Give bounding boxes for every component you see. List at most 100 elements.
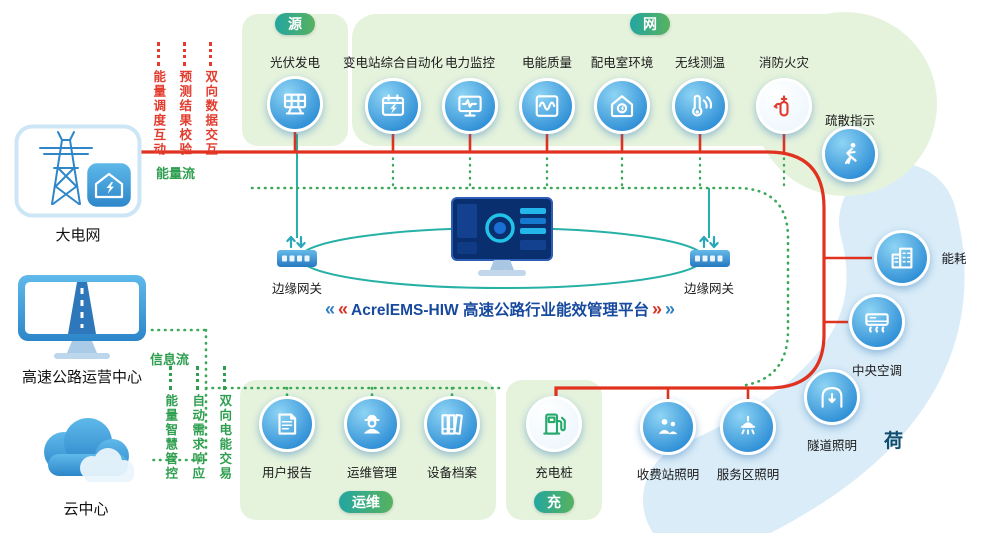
source-badge: 源 [275,13,315,35]
central-ac-node [849,294,905,350]
service-area-lighting-label: 服务区照明 [716,468,780,482]
equipment-archive-label: 设备档案 [426,466,478,480]
toll-lighting-label: 收费站照明 [636,468,700,482]
ev-charger-icon [543,413,566,435]
note-text: 自动需求响应 [190,394,205,481]
title-left-chevron-icon: « [324,299,335,319]
service-area-lighting-icon [740,415,756,435]
note-prediction-check: 预测结果校验 [173,42,195,157]
distribution-room-env-icon [610,95,634,118]
tunnel-lighting-node [804,369,860,425]
dotted-line-decoration [195,366,199,390]
cloud-center-graphic [26,410,146,501]
om-management-icon [363,414,381,434]
note-bidirectional-trading: 双向电能交易 [213,366,235,481]
tunnel-lighting-label: 隧道照明 [806,439,858,453]
grid-section-bg-end [753,12,937,196]
platform-monitor [450,196,554,287]
pv-generation-node [267,76,323,132]
wireless-temp-node [672,78,728,134]
energy-flow-label: 能量流 [156,166,196,181]
substation-automation-icon [381,94,405,116]
platform-title: «« AcrelEMS-HIW 高速公路行业能效管理平台 »» [325,298,675,320]
power-monitoring-icon [458,95,482,117]
note-smart-energy-control: 能量智慧管控 [159,366,181,481]
wireless-temperature-icon [692,94,713,117]
dashboard-screen-icon [451,197,553,276]
title-left-chevron2-icon: « [338,299,349,319]
edge-gateway-left-label: 边缘网关 [271,282,323,296]
distribution-room-label: 配电室环境 [590,56,654,70]
title-right-chevron2-icon: » [665,299,676,319]
load-badge: 荷 [884,431,904,452]
power-quality-label: 电能质量 [521,56,573,70]
power-quality-node [519,78,575,134]
energy-consumption-icon [891,247,913,269]
big-grid-label: 大电网 [55,227,101,244]
equipment-archive-icon [441,413,463,435]
toll-lighting-node [640,399,696,455]
grid-badge: 网 [630,13,670,35]
power-monitoring-label: 电力监控 [444,56,496,70]
note-text: 能量智慧管控 [163,394,178,481]
transmission-tower-icon [14,124,142,218]
fire-safety-label: 消防火灾 [758,56,810,70]
edge-gateway-left [274,234,320,272]
om-management-label: 运维管理 [346,466,398,480]
note-text: 预测结果校验 [177,70,192,157]
note-bidirectional-data: 双向数据交互 [199,42,221,157]
ev-charger-label: 充电桩 [535,466,573,480]
central-ac-label: 中央空调 [851,364,903,378]
ops-center-graphic [12,272,152,369]
distribution-room-node [594,78,650,134]
info-flow-top-branches [391,150,786,190]
edge-gateway-right [687,234,733,272]
toll-station-lighting-icon [658,419,678,435]
charge-badge: 充 [534,491,574,513]
power-quality-icon [535,95,559,117]
pv-generation-label: 光伏发电 [269,56,321,70]
central-ac-icon [865,313,889,333]
gateway-icon [277,235,317,267]
fire-extinguisher-icon [773,95,789,117]
energy-consumption-label: 能耗 [941,252,967,266]
dotted-line-decoration [208,42,212,66]
edge-gateway-right-label: 边缘网关 [683,282,735,296]
energy-flow-branches [293,132,872,399]
note-auto-demand-response: 自动需求响应 [186,366,208,481]
platform-title-text: AcrelEMS-HIW 高速公路行业能效管理平台 [351,302,649,319]
energy-flow-main-line [140,150,826,396]
dotted-line-decoration [168,366,172,390]
cloud-center-label: 云中心 [63,501,109,518]
om-management-node [344,396,400,452]
note-text: 能量调度互动 [151,70,166,157]
solar-panel-icon [283,93,307,115]
info-flow-bottom-line [148,328,502,462]
note-energy-dispatch: 能量调度互动 [147,42,169,157]
cloud-icon [44,418,134,482]
wireless-temp-label: 无线测温 [674,56,726,70]
ops-center-label: 高速公路运营中心 [21,369,143,386]
dotted-line-decoration [182,42,186,66]
evacuation-label: 疏散指示 [824,114,876,128]
gateway-icon [690,235,730,267]
title-right-chevron-icon: » [651,299,662,319]
service-area-lighting-node [720,399,776,455]
power-monitoring-node [442,78,498,134]
info-flow-label: 信息流 [150,352,190,367]
tunnel-lighting-icon [821,386,843,408]
evacuation-node [822,126,878,182]
dotted-line-decoration [222,366,226,390]
substation-label: 变电站综合自动化 [342,56,444,70]
user-report-icon [278,413,297,435]
equipment-archive-node [424,396,480,452]
user-report-node [259,396,315,452]
user-report-label: 用户报告 [261,466,313,480]
note-text: 双向电能交易 [217,394,232,481]
dotted-line-decoration [156,42,160,66]
big-grid-graphic [14,124,142,225]
highway-monitor-icon [18,275,146,359]
ev-charger-node [526,396,582,452]
energy-consumption-node [874,230,930,286]
